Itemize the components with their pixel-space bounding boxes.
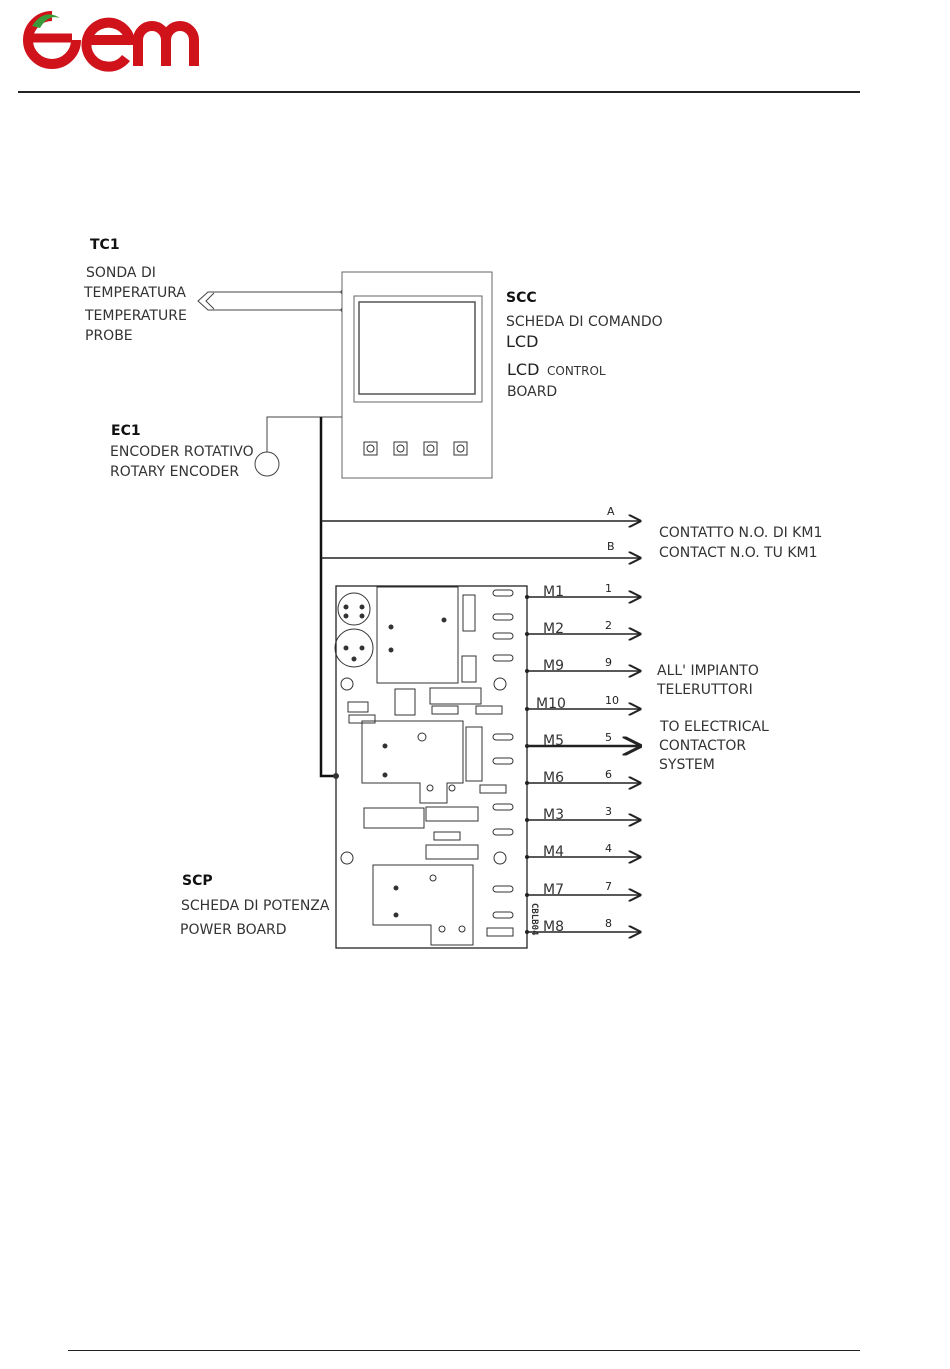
system-en-line1: TO ELECTRICAL — [659, 719, 769, 735]
contact-line1: CONTATTO N.O. DI KM1 — [659, 525, 822, 541]
logo-letter-e — [81, 17, 137, 72]
power-board — [333, 585, 528, 949]
lcd-frame — [353, 295, 483, 403]
terminal-pads — [492, 589, 514, 919]
footer-rule — [68, 1350, 860, 1351]
output-terminal-label: M2 — [543, 621, 564, 637]
transformer-1 — [337, 592, 371, 626]
output-node-m10 — [525, 707, 529, 711]
contact-wires — [321, 521, 640, 558]
ec1-line2: ROTARY ENCODER — [110, 464, 239, 480]
relay-block-2 — [361, 720, 464, 804]
tc1-line4: PROBE — [85, 328, 133, 344]
tc1-line3: TEMPERATURE — [84, 308, 187, 324]
scp-line2: POWER BOARD — [180, 922, 287, 938]
system-en-line2: CONTACTOR — [659, 738, 746, 754]
tc1-id: TC1 — [90, 237, 120, 253]
output-wire-number: 5 — [605, 731, 612, 744]
control-button-3 — [423, 441, 438, 456]
scc-line4: BOARD — [507, 384, 557, 400]
control-buttons — [363, 441, 468, 456]
tc1-line2: TEMPERATURA — [83, 285, 186, 301]
output-wire-number: 1 — [605, 582, 612, 595]
output-wire-number: 2 — [605, 619, 612, 632]
scc-line1: SCHEDA DI COMANDO — [506, 314, 663, 330]
scc-line3b: CONTROL — [547, 364, 606, 378]
rotary-encoder-icon — [254, 416, 342, 477]
output-terminal-label: M6 — [543, 770, 564, 786]
output-node-m9 — [525, 669, 529, 673]
output-terminal-label: M3 — [543, 807, 564, 823]
contact-a-label: A — [607, 505, 615, 518]
output-terminal-label: M1 — [543, 584, 564, 600]
output-wire-number: 6 — [605, 768, 612, 781]
ec1-line1: ENCODER ROTATIVO — [110, 444, 254, 460]
output-node-m8 — [525, 930, 529, 934]
output-node-m3 — [525, 818, 529, 822]
system-it-line1: ALL' IMPIANTO — [657, 663, 759, 679]
output-node-m4 — [525, 855, 529, 859]
output-terminal-label: M7 — [543, 882, 564, 898]
ec1-id: EC1 — [111, 423, 141, 439]
control-button-2 — [393, 441, 408, 456]
output-terminal-label: M5 — [543, 733, 564, 749]
output-terminal-label: M8 — [543, 919, 564, 935]
transformer-2 — [334, 628, 374, 668]
relay-block-3 — [372, 864, 474, 946]
output-node-m2 — [525, 632, 529, 636]
system-it-line2: TELERUTTORI — [656, 682, 753, 698]
logo-letter-o — [23, 11, 81, 69]
system-en-line3: SYSTEM — [659, 757, 715, 773]
contact-b-label: B — [607, 540, 615, 553]
output-terminal-label: M4 — [543, 844, 564, 860]
output-node-m7 — [525, 893, 529, 897]
relay-block-1 — [376, 586, 459, 684]
header-rule — [18, 91, 860, 93]
control-button-4 — [453, 441, 468, 456]
temperature-probe-icon — [197, 289, 346, 313]
scp-line1: SCHEDA DI POTENZA — [181, 898, 330, 914]
output-wire-number: 3 — [605, 805, 612, 818]
board-code: CBLB04 — [529, 903, 539, 936]
output-node-m5 — [525, 744, 529, 748]
output-node-m6 — [525, 781, 529, 785]
logo-leaf-icon — [32, 14, 60, 28]
output-terminal-label: M9 — [543, 658, 564, 674]
scc-line3a: LCD — [507, 360, 539, 379]
output-terminal-label: M10 — [536, 696, 566, 712]
contact-line2: CONTACT N.O. TU KM1 — [659, 545, 818, 561]
scc-id: SCC — [506, 290, 537, 306]
main-bus-wire — [319, 417, 336, 778]
tc1-line1: SONDA DI — [86, 265, 156, 281]
lcd-display — [358, 301, 476, 395]
control-board — [341, 271, 493, 479]
output-wire-number: 4 — [605, 842, 612, 855]
oem-logo — [23, 11, 199, 72]
logo-letter-m — [133, 21, 199, 66]
control-button-1 — [363, 441, 378, 456]
scc-line2: LCD — [506, 332, 538, 351]
output-wire-number: 7 — [605, 880, 612, 893]
output-wire-number: 9 — [605, 656, 612, 669]
scp-id: SCP — [182, 873, 213, 889]
output-wire-number: 10 — [605, 694, 619, 707]
output-node-m1 — [525, 595, 529, 599]
output-wire-number: 8 — [605, 917, 612, 930]
